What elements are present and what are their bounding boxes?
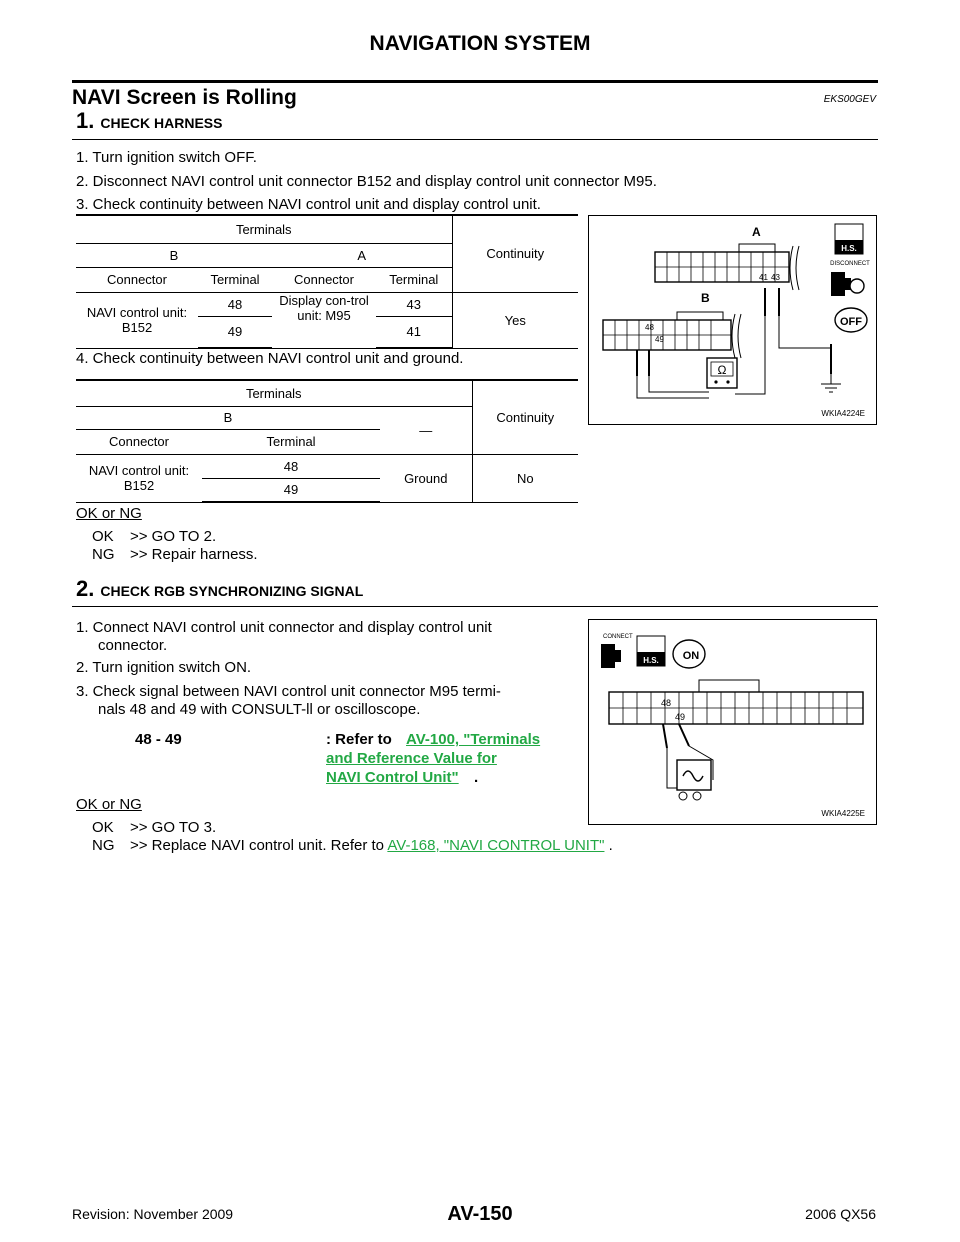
section-code: EKS00GEV xyxy=(823,94,876,105)
table1-col-b: B xyxy=(76,243,272,268)
ref-link-line3[interactable]: NAVI Control Unit" xyxy=(326,769,459,786)
step1-item-4: 4. Check continuity between NAVI control… xyxy=(76,350,464,367)
pin-49-label-2: 49 xyxy=(675,712,685,722)
table1-b-connector: NAVI control unit: B152 xyxy=(76,292,198,349)
step2-ng-suffix: . xyxy=(608,837,613,854)
table1-continuity-header: Continuity xyxy=(452,214,578,293)
section-title: NAVI Screen is Rolling xyxy=(72,86,297,109)
table1-a-connector: Display con-trol unit: M95 xyxy=(272,292,376,349)
footer-page-number: AV-150 xyxy=(447,1203,513,1225)
connect-label: CONNECT xyxy=(603,634,633,640)
connector-a-label: A xyxy=(752,225,761,239)
step2-item-1-cont: connector. xyxy=(98,637,168,654)
pin-48-label-2: 48 xyxy=(661,698,671,708)
disconnect-connector-icon xyxy=(831,272,851,296)
signal-check-figure: CONNECT H.S. ON 48 49 WKIA4225E xyxy=(588,619,877,825)
step1-ok-key: OK xyxy=(92,528,114,545)
table2-b-connector: NAVI control unit: B152 xyxy=(76,454,202,503)
continuity-table-1: Terminals Continuity B A Connector Termi… xyxy=(76,214,578,349)
table2-ground: Ground xyxy=(380,454,473,503)
table1-connector-b-header: Connector xyxy=(76,267,198,293)
step2-ng-line: >> Replace NAVI control unit. Refer to A… xyxy=(130,837,613,855)
step2-ng-key: NG xyxy=(92,837,115,854)
table1-connector-a-header: Connector xyxy=(272,267,376,293)
footer-model: 2006 QX56 xyxy=(805,1206,876,1222)
table2-b-terminal-48: 48 xyxy=(202,454,380,479)
step2-ok-ng: OK or NG xyxy=(76,796,142,813)
hs-icon: H.S. xyxy=(841,244,857,253)
oscilloscope-icon xyxy=(676,759,712,791)
step2-ok-text: >> GO TO 3. xyxy=(130,819,217,836)
table2-result: No xyxy=(472,454,578,503)
ignition-key-icon xyxy=(834,307,868,333)
page-header: NAVIGATION SYSTEM xyxy=(369,32,591,55)
pin-48-label: 48 xyxy=(645,323,654,332)
step2-ng-link[interactable]: AV-168, "NAVI CONTROL UNIT" xyxy=(387,837,605,854)
harness-diagram: A 41 43 B 48 49 xyxy=(602,223,870,418)
signal-diagram: CONNECT H.S. ON 48 49 WKIA4225E xyxy=(601,634,865,818)
step1-label: CHECK HARNESS xyxy=(100,115,223,131)
ref-suffix: . xyxy=(474,769,479,786)
table1-terminal-b-header: Terminal xyxy=(198,267,272,293)
step2-item-2: 2. Turn ignition switch ON. xyxy=(76,659,252,676)
connector-b-label: B xyxy=(701,291,710,305)
table2-continuity-header: Continuity xyxy=(472,379,578,455)
table2-dash: — xyxy=(380,406,473,455)
step2-item-3-cont: nals 48 and 49 with CONSULT-ll or oscill… xyxy=(98,701,421,718)
ref-link-line2[interactable]: and Reference Value for xyxy=(326,750,497,767)
figure2-code: WKIA4225E xyxy=(821,809,865,818)
off-label: OFF xyxy=(840,316,862,328)
step1-number: 1. xyxy=(76,108,95,133)
step1-rule xyxy=(72,139,878,140)
ref-prefix: : Refer to xyxy=(326,731,392,748)
table1-b-terminal-48: 48 xyxy=(198,292,272,317)
pin-49-label: 49 xyxy=(655,335,664,344)
table1-result: Yes xyxy=(452,292,578,349)
table1-a-terminal-43: 43 xyxy=(376,292,453,317)
table2-connector-header: Connector xyxy=(76,429,202,455)
step1-item-3: 3. Check continuity between NAVI control… xyxy=(76,196,541,213)
table2-b-terminal-49: 49 xyxy=(202,478,380,503)
step2-item-1: 1. Connect NAVI control unit connector a… xyxy=(76,619,492,636)
step2-rule xyxy=(72,606,878,607)
header-rule xyxy=(72,80,878,83)
step1-ok-ng: OK or NG xyxy=(76,505,142,522)
step2-heading: 2. CHECK RGB SYNCHRONIZING SIGNAL xyxy=(76,576,363,602)
ignition-key-icon-2 xyxy=(672,639,706,669)
table2-col-b: B xyxy=(76,406,380,430)
table1-terminal-a-header: Terminal xyxy=(376,267,453,293)
harness-check-figure: A 41 43 B 48 49 xyxy=(588,215,877,425)
connect-connector-icon xyxy=(601,644,621,668)
step1-ok-text: >> GO TO 2. xyxy=(130,528,217,545)
step1-item-2: 2. Disconnect NAVI control unit connecto… xyxy=(76,173,657,190)
ref-pins: 48 - 49 xyxy=(135,731,182,748)
step1-ng-key: NG xyxy=(92,546,115,563)
table2-terminal-header: Terminal xyxy=(202,429,380,455)
ref-link-line1[interactable]: AV-100, "Terminals xyxy=(406,731,541,748)
figure1-code: WKIA4224E xyxy=(821,409,865,418)
ohm-icon: Ω xyxy=(718,363,727,377)
step2-label: CHECK RGB SYNCHRONIZING SIGNAL xyxy=(100,583,364,599)
on-label: ON xyxy=(683,650,700,662)
step2-ng-text: >> Replace NAVI control unit. Refer to xyxy=(130,837,385,854)
disconnect-label: DISCONNECT xyxy=(830,261,870,267)
step2-ok-key: OK xyxy=(92,819,114,836)
pin-43-label: 43 xyxy=(771,273,780,282)
continuity-table-2: Terminals Continuity B — Connector Termi… xyxy=(76,379,578,503)
step1-ng-text: >> Repair harness. xyxy=(130,546,258,563)
step1-item-1: 1. Turn ignition switch OFF. xyxy=(76,149,257,166)
step2-item-3: 3. Check signal between NAVI control uni… xyxy=(76,683,501,700)
table1-b-terminal-49: 49 xyxy=(198,316,272,349)
table1-terminals-header: Terminals xyxy=(76,214,453,244)
table1-a-terminal-41: 41 xyxy=(376,316,453,349)
table2-terminals-header: Terminals xyxy=(76,379,473,407)
footer-revision: Revision: November 2009 xyxy=(72,1206,234,1222)
table1-col-a: A xyxy=(272,243,453,268)
hs-icon-2: H.S. xyxy=(643,656,659,665)
step1-heading: 1. CHECK HARNESS xyxy=(76,108,222,134)
step2-number: 2. xyxy=(76,576,95,601)
pin-41-label: 41 xyxy=(759,273,768,282)
